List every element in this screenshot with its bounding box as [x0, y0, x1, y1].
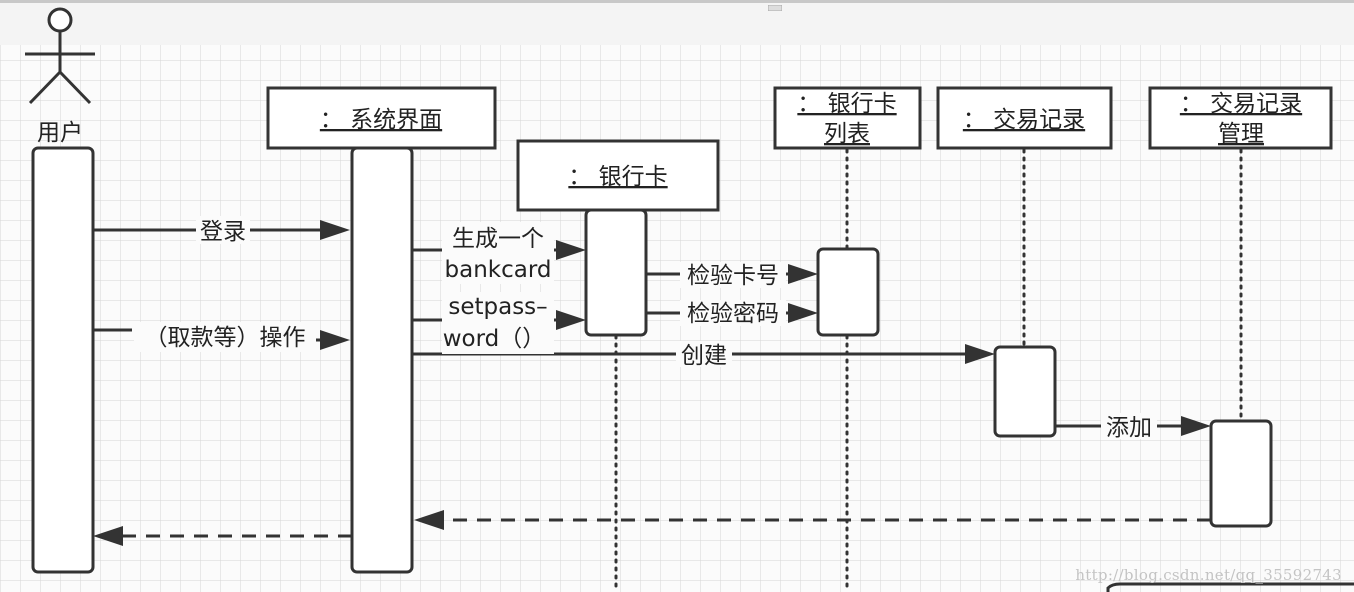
object-bank-card[interactable]: ： 银行卡 [516, 139, 720, 212]
message-add-record-arrowhead [1181, 416, 1211, 436]
activation-record-management[interactable] [1209, 419, 1273, 528]
message-check-number-label-bg [680, 262, 786, 288]
actor-user[interactable] [25, 7, 95, 105]
message-login-label-bg [196, 216, 250, 244]
object-record-management-label-line2: 管理 [1218, 121, 1264, 147]
message-create-record-label-bg [676, 341, 732, 367]
object-card-list[interactable]: ： 银行卡 列表 [773, 86, 922, 150]
message-setpassword-label-line2: word（） [443, 326, 546, 352]
object-transaction-record-label: ： 交易记录 [963, 107, 1085, 133]
message-check-password-arrowhead [788, 303, 818, 323]
watermark-url: http://blog.csdn.net/qq_35592743 [1075, 566, 1342, 584]
object-system-ui[interactable]: ： 系统界面 [266, 86, 497, 150]
message-create-record-arrowhead [965, 344, 995, 364]
message-login-arrowhead [320, 220, 350, 240]
message-check-number-arrowhead [788, 264, 818, 284]
top-toolbar-strip [0, 0, 1354, 45]
object-system-ui-label: ： 系统界面 [320, 107, 442, 133]
activation-bank-card[interactable] [584, 208, 648, 337]
activation-card-list[interactable] [816, 247, 880, 337]
message-add-record-label: 添加 [1106, 415, 1152, 441]
message-operate-arrowhead [320, 330, 350, 350]
activation-transaction-record[interactable] [993, 345, 1057, 438]
object-card-list-label-line1: ： 银行卡 [797, 91, 896, 117]
drag-handle-icon [768, 5, 782, 11]
object-bank-card-label: ： 银行卡 [568, 164, 667, 190]
message-login-label: 登录 [200, 219, 246, 245]
message-setpassword-label-bg [442, 292, 554, 354]
return-message-user-arrowhead [93, 526, 123, 546]
message-setpassword-label-line1: setpass– [448, 294, 547, 320]
object-record-management[interactable]: ： 交易记录 管理 [1148, 86, 1333, 150]
object-transaction-record[interactable]: ： 交易记录 [936, 86, 1113, 150]
message-create-record-label: 创建 [681, 343, 727, 369]
actor-user-label: 用户 [37, 120, 83, 146]
message-check-password-label-bg [680, 300, 786, 326]
message-add-record-label-bg [1101, 413, 1157, 439]
message-create-card-label-line1: 生成一个 [452, 226, 544, 252]
activation-system-ui[interactable] [350, 146, 414, 574]
message-setpassword-arrowhead [556, 310, 586, 330]
grid-background [0, 45, 1354, 592]
activation-user[interactable] [31, 146, 95, 574]
message-create-card-label-line2: bankcard [445, 257, 552, 283]
message-create-card-arrowhead [556, 240, 586, 260]
return-message-system-ui-arrowhead [414, 510, 444, 530]
message-operate-label-bg [134, 322, 316, 352]
message-operate-label: （取款等）操作 [145, 325, 306, 351]
message-check-number-label: 检验卡号 [687, 263, 779, 289]
partial-object-box-edge [1106, 582, 1354, 592]
object-record-management-label-line1: ： 交易记录 [1180, 91, 1302, 117]
message-create-card-label-bg [442, 222, 554, 284]
object-card-list-label-line2: 列表 [824, 121, 870, 147]
message-check-password-label: 检验密码 [687, 301, 779, 327]
